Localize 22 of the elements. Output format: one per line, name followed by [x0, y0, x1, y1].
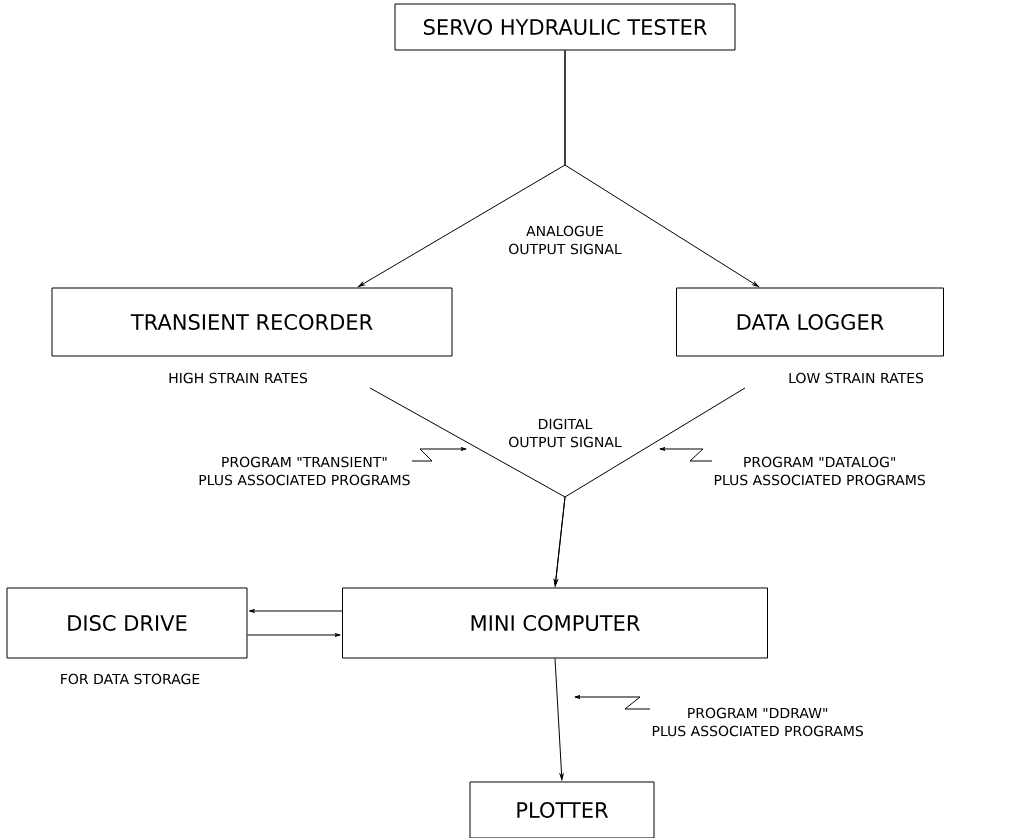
note-text: HIGH STRAIN RATES — [169, 372, 308, 384]
process-box: DISC DRIVE — [6, 587, 248, 659]
arrow — [564, 50, 759, 287]
process-box: SERVO HYDRAULIC TESTER — [394, 3, 736, 51]
signal-label: DIGITAL OUTPUT SIGNAL — [509, 418, 622, 448]
process-box: PLOTTER — [469, 781, 655, 838]
note-text: LOW STRAIN RATES — [789, 372, 924, 384]
process-box: DATA LOGGER — [676, 287, 944, 357]
program-note: PROGRAM "TRANSIENT" PLUS ASSOCIATED PROGRAMS — [199, 456, 410, 486]
process-box: TRANSIENT RECORDER — [51, 287, 453, 357]
leader-arrow — [659, 447, 713, 462]
program-note: PROGRAM "DDRAW" PLUS ASSOCIATED PROGRAMS — [652, 707, 863, 737]
arrow — [247, 633, 341, 637]
arrow — [553, 387, 746, 587]
program-note: PROGRAM "DATALOG" PLUS ASSOCIATED PROGRAMS — [714, 456, 925, 486]
leader-arrow — [411, 447, 467, 462]
leader-arrow — [574, 695, 651, 710]
signal-label: ANALOGUE OUTPUT SIGNAL — [509, 225, 622, 255]
arrow — [248, 609, 343, 613]
arrow — [554, 658, 564, 781]
note-text: FOR DATA STORAGE — [61, 673, 200, 685]
process-box: MINI COMPUTER — [342, 587, 768, 659]
